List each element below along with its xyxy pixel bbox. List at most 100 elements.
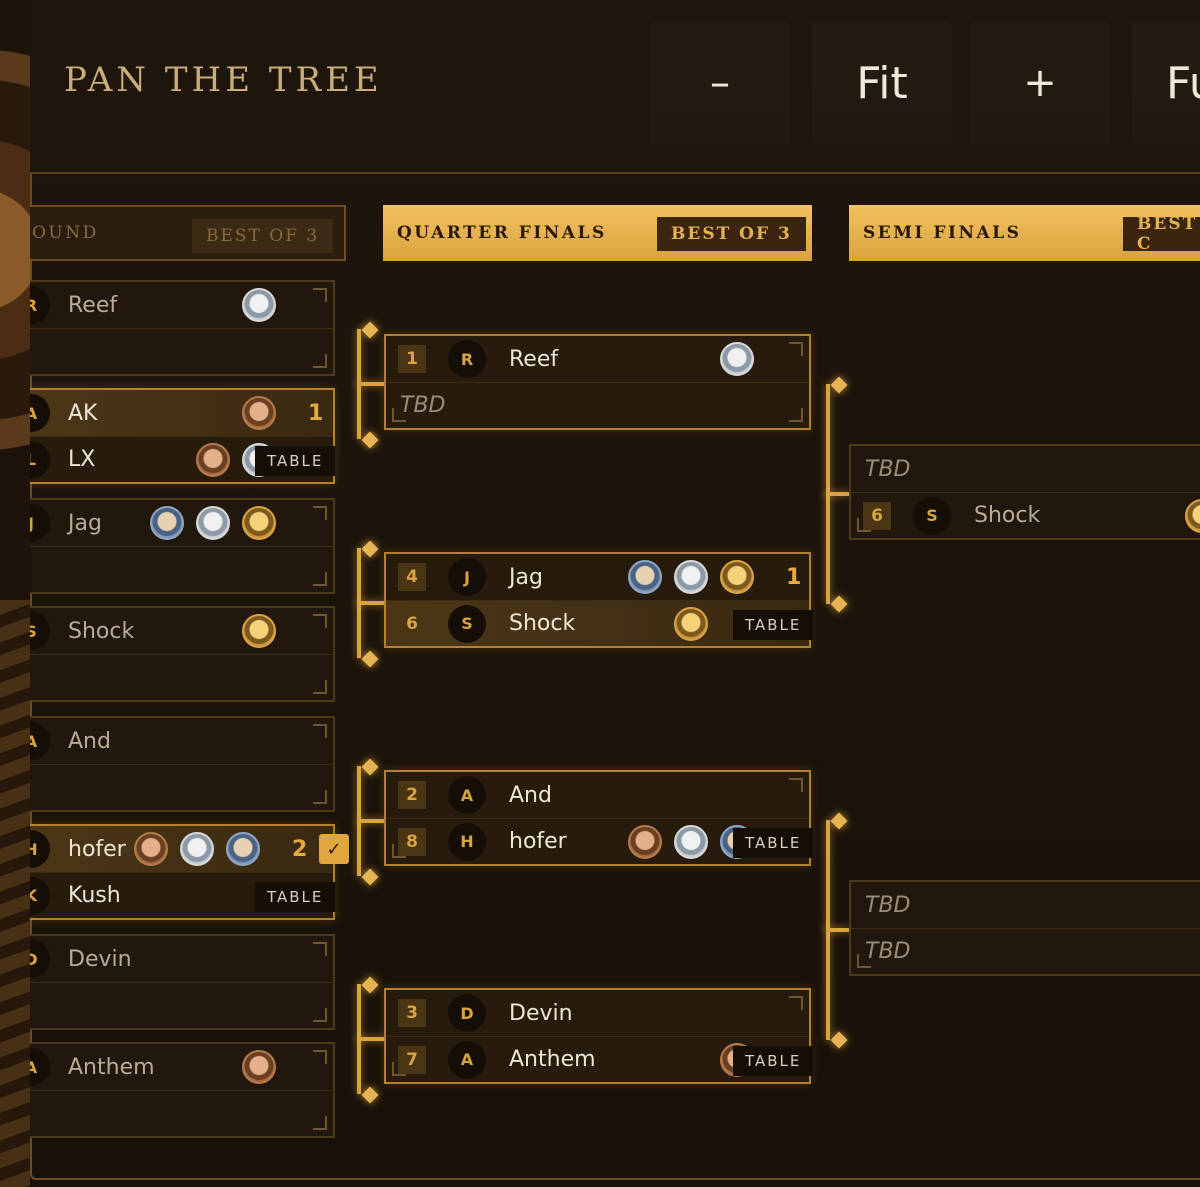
- player-slot-empty[interactable]: [30, 764, 333, 810]
- rank-badge-icon: [196, 506, 230, 540]
- player-slot[interactable]: 3 D Devin: [386, 990, 809, 1036]
- match-card[interactable]: S Shock: [30, 606, 335, 702]
- connector-node: [830, 595, 848, 613]
- player-score: 2: [292, 836, 308, 862]
- match-card[interactable]: H hofer 2 ✓ K Kush TABLE: [30, 824, 349, 920]
- player-slot[interactable]: S Shock: [30, 608, 333, 654]
- corner-mark: [313, 572, 327, 586]
- player-slot[interactable]: H hofer 2 ✓: [30, 826, 349, 872]
- player-slot-empty[interactable]: [30, 546, 333, 592]
- seed-number: 1: [398, 345, 426, 373]
- player-name: Reef: [68, 292, 118, 318]
- player-slot[interactable]: D Devin: [30, 936, 333, 982]
- player-initial: A: [448, 1040, 486, 1079]
- match-card[interactable]: 3 D Devin 7 A Anthem TABLE: [384, 988, 814, 1084]
- seed-number: 3: [398, 999, 426, 1027]
- player-initial: J: [30, 504, 50, 542]
- table-tag[interactable]: TABLE: [255, 446, 336, 476]
- match-card[interactable]: R Reef: [30, 280, 335, 376]
- player-name: hofer: [68, 836, 126, 862]
- corner-mark: [789, 408, 803, 422]
- player-slot[interactable]: 7 A Anthem TABLE: [386, 1036, 814, 1082]
- fullscreen-button[interactable]: Fu: [1132, 22, 1200, 144]
- table-tag[interactable]: TABLE: [255, 882, 336, 912]
- best-of-badge: BEST C: [1123, 214, 1200, 254]
- player-name: Shock: [974, 503, 1041, 528]
- table-tag[interactable]: TABLE: [733, 610, 814, 640]
- match-card[interactable]: TBD 6 S Shock: [849, 444, 1200, 540]
- player-slot-empty[interactable]: [30, 328, 333, 374]
- rank-badge-icon: [674, 606, 708, 641]
- corner-mark: [789, 778, 803, 792]
- fit-button[interactable]: Fit: [812, 22, 952, 144]
- match-card[interactable]: D Devin: [30, 934, 335, 1030]
- player-slot[interactable]: R Reef: [30, 282, 333, 328]
- player-slot[interactable]: L LX 0 TABLE: [30, 436, 336, 482]
- connector-node: [361, 540, 379, 558]
- rank-badge-icon: [242, 396, 276, 430]
- zoom-in-button[interactable]: +: [970, 22, 1110, 144]
- player-slot[interactable]: 6 S Shock: [851, 492, 1200, 538]
- player-slot-empty[interactable]: [30, 1090, 333, 1136]
- corner-mark: [313, 1008, 327, 1022]
- player-slot-empty[interactable]: [30, 654, 333, 700]
- player-slot[interactable]: TBD: [851, 928, 1200, 974]
- player-slot[interactable]: A And: [30, 718, 333, 764]
- player-slot[interactable]: K Kush TABLE: [30, 872, 336, 918]
- match-card[interactable]: TBD TBD: [849, 880, 1200, 976]
- player-slot[interactable]: 6 S Shock TABLE: [386, 600, 814, 646]
- zoom-out-button[interactable]: –: [650, 22, 790, 144]
- match-card[interactable]: A Anthem: [30, 1042, 335, 1138]
- player-name: Devin: [68, 946, 132, 972]
- player-slot[interactable]: TBD: [851, 446, 1200, 492]
- player-name: And: [509, 782, 552, 808]
- seed-number: 6: [398, 609, 426, 638]
- rank-badge-icon: [226, 832, 260, 866]
- best-of-badge: BEST OF 3: [657, 217, 806, 251]
- corner-mark: [313, 790, 327, 804]
- match-card[interactable]: 4 J Jag 1 6 S Shock TABLE: [384, 552, 814, 648]
- player-slot[interactable]: A Anthem: [30, 1044, 333, 1090]
- rank-badge-icon: [1185, 498, 1200, 533]
- match-card[interactable]: 2 A And 8 H hofer TABLE: [384, 770, 814, 866]
- bracket-area[interactable]: OUND BEST OF 3 QUARTER FINALS BEST OF 3 …: [30, 174, 1200, 1180]
- player-slot[interactable]: 8 H hofer TABLE: [386, 818, 814, 864]
- player-name: AK: [68, 400, 98, 426]
- player-slot[interactable]: A AK 1: [30, 390, 333, 436]
- player-name: And: [68, 728, 111, 754]
- rank-badge-icon: [720, 560, 754, 594]
- player-slot-empty[interactable]: [30, 982, 333, 1028]
- player-initial: S: [30, 612, 50, 650]
- corner-mark: [313, 288, 327, 302]
- corner-mark: [313, 942, 327, 956]
- player-name: Jag: [509, 564, 543, 590]
- rank-badge-icon: [674, 824, 708, 859]
- best-of-badge: BEST OF 3: [192, 219, 334, 253]
- match-card[interactable]: 1 R Reef TBD: [384, 334, 811, 430]
- player-initial: A: [30, 722, 50, 760]
- player-name: hofer: [509, 829, 567, 854]
- player-initial: J: [448, 558, 486, 596]
- seed-number: 2: [398, 781, 426, 809]
- player-slot[interactable]: 1 R Reef: [386, 336, 809, 382]
- corner-mark: [313, 1050, 327, 1064]
- corner-mark: [857, 954, 871, 968]
- rank-badge-icon: [196, 442, 230, 477]
- table-tag[interactable]: TABLE: [733, 828, 814, 858]
- player-slot[interactable]: J Jag: [30, 500, 333, 546]
- rank-badge-icon: [242, 506, 276, 540]
- match-card[interactable]: J Jag: [30, 498, 335, 594]
- player-name: Shock: [68, 618, 135, 644]
- match-card[interactable]: A AK 1 L LX 0 TABLE: [30, 388, 336, 484]
- player-name: Devin: [509, 1000, 573, 1026]
- player-slot[interactable]: TBD: [851, 882, 1200, 928]
- player-slot[interactable]: 2 A And: [386, 772, 809, 818]
- connector-node: [361, 758, 379, 776]
- table-tag[interactable]: TABLE: [733, 1046, 814, 1076]
- match-card[interactable]: A And: [30, 716, 335, 812]
- round-label: OUND: [32, 223, 99, 243]
- player-slot[interactable]: 4 J Jag 1: [386, 554, 809, 600]
- player-initial: S: [913, 496, 951, 535]
- player-initial: A: [30, 394, 50, 432]
- player-slot[interactable]: TBD: [386, 382, 809, 428]
